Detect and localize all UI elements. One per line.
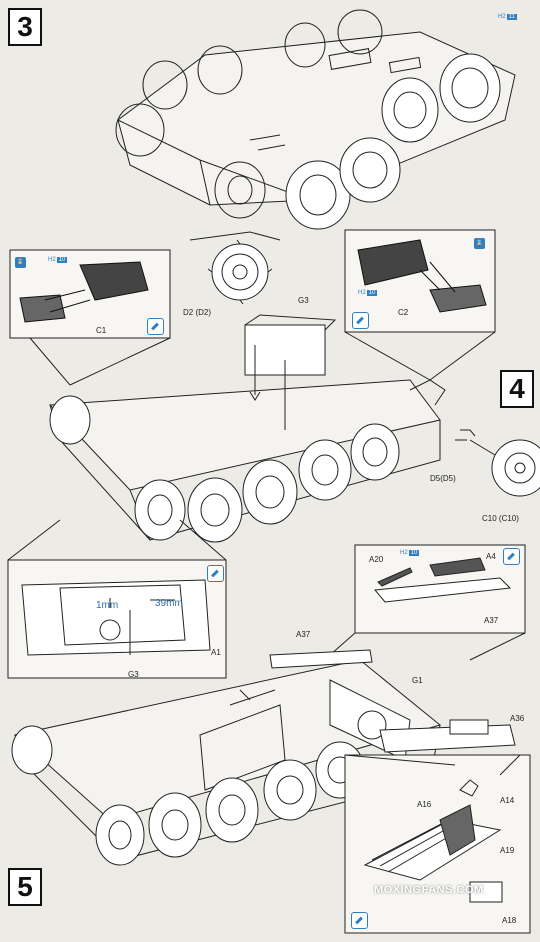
label-g3-top: G3 [298, 296, 309, 305]
step-number-4: 4 [500, 370, 534, 408]
label-a37: A37 [296, 630, 311, 639]
step3-hull-drawing [115, 9, 516, 241]
label-a19: A19 [500, 846, 515, 855]
label-a16: A16 [417, 800, 432, 809]
glue-icon [351, 912, 368, 929]
label-d2: D2 (D2) [183, 308, 212, 317]
inset-a14-a19 [344, 754, 531, 934]
label-a20: A20 [369, 555, 384, 564]
label-a14: A14 [500, 796, 515, 805]
inset-g3-plate [7, 519, 227, 679]
hourglass-icon: ⌛ [15, 257, 26, 268]
dimension-1mm: 1mm [96, 600, 119, 611]
glue-icon [147, 318, 164, 335]
label-d5: D5(D5) [430, 474, 456, 483]
step-number-3: 3 [8, 8, 42, 46]
label-c2: C2 [398, 308, 409, 317]
sprocket-d2 [207, 239, 273, 305]
dimension-39mm: 39mm [155, 598, 183, 609]
hourglass-icon: ⌛ [474, 238, 485, 249]
glue-icon [352, 312, 369, 329]
label-c10: C10 (C10) [482, 514, 519, 523]
label-c1: C1 [96, 326, 107, 335]
label-a18: A18 [502, 916, 517, 925]
watermark: MOXINGFANS.COM [374, 884, 484, 896]
label-g1: G1 [412, 676, 423, 685]
step4-hull-drawing [48, 314, 540, 543]
road-wheel-row [285, 53, 501, 230]
glue-icon [503, 548, 520, 565]
label-a36: A36 [510, 714, 525, 723]
label-a1: A1 [211, 648, 221, 657]
step-number-5: 5 [8, 868, 42, 906]
label-a37-inset: A37 [484, 616, 499, 625]
label-g3-inset: G3 [128, 670, 139, 679]
inset-c2 [344, 229, 496, 381]
inset-c1 [9, 249, 171, 386]
glue-icon [207, 565, 224, 582]
inset-a20-a4 [329, 544, 526, 661]
label-a4: A4 [486, 552, 496, 561]
